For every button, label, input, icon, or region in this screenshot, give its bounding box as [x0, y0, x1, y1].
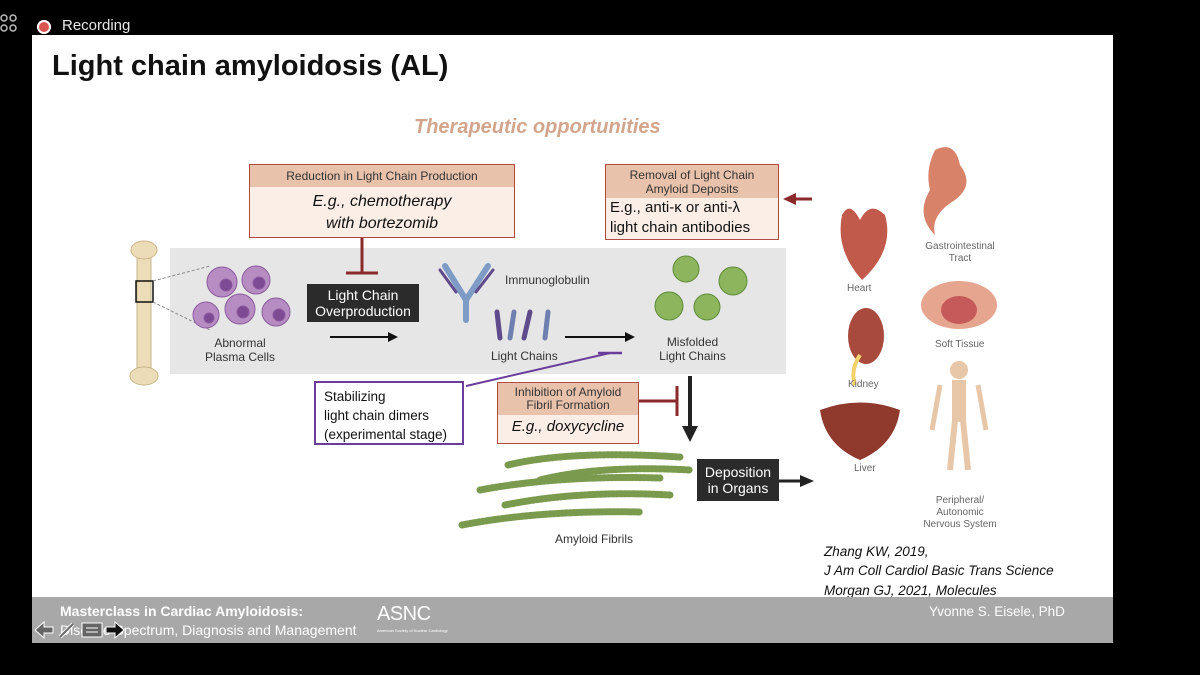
- inhibition-header-line1: Inhibition of Amyloid: [514, 385, 622, 399]
- misfolded-label: Misfolded Light Chains: [650, 335, 735, 363]
- presenter-name: Yvonne S. Eisele, PhD: [929, 604, 1065, 619]
- nerve-label-line3: Nervous System: [923, 519, 997, 530]
- inhibition-body: E.g., doxycycline: [511, 418, 625, 435]
- recording-label: Recording: [62, 17, 131, 34]
- deposition-line2: in Organs: [707, 480, 769, 496]
- back-arrow-icon[interactable]: [34, 621, 54, 639]
- left-frame: [0, 0, 32, 675]
- stabilizing-line1: Stabilizing: [324, 389, 386, 404]
- bottom-frame: [0, 643, 1200, 675]
- immunoglobulin-icon: [438, 263, 495, 323]
- overproduction-line2: Overproduction: [315, 303, 411, 319]
- plasma-cells-label: Abnormal Plasma Cells: [190, 336, 290, 364]
- gi-label-line1: Gastrointestinal: [925, 241, 995, 252]
- heart-icon: [840, 208, 888, 280]
- reduction-header: Reduction in Light Chain Production: [250, 165, 514, 187]
- gi-tract-icon: [923, 147, 967, 235]
- reduction-body-line2: with bortezomib: [325, 215, 439, 232]
- removal-body-line1: E.g., anti-κ or anti-λ: [610, 199, 741, 216]
- light-chains-label: Light Chains: [491, 349, 558, 363]
- asnc-logo: ASNC: [377, 603, 431, 625]
- deposition-box: Deposition in Organs: [697, 459, 779, 501]
- footer-course-title: Masterclass in Cardiac Amyloidosis:: [60, 603, 304, 619]
- removal-header-line1: Removal of Light Chain: [629, 168, 755, 182]
- gi-label: Gastrointestinal Tract: [922, 241, 998, 265]
- removal-header-line2: Amyloid Deposits: [645, 182, 739, 196]
- reduction-box: Reduction in Light Chain Production E.g.…: [249, 164, 515, 238]
- slide-subtitle: Therapeutic opportunities: [414, 116, 661, 138]
- pen-icon[interactable]: [57, 621, 77, 639]
- immunoglobulin-label: Immunoglobulin: [505, 273, 590, 287]
- stabilizing-line2: light chain dimers: [324, 408, 430, 423]
- forward-arrow-icon[interactable]: [105, 621, 125, 639]
- menu-icon[interactable]: [81, 621, 103, 639]
- kidney-label: Kidney: [848, 379, 879, 390]
- reference-1: Zhang KW, 2019,: [824, 544, 929, 559]
- gi-label-line2: Tract: [948, 253, 972, 264]
- nerve-label: Peripheral/ Autonomic Nervous System: [918, 495, 1002, 531]
- removal-box: Removal of Light Chain Amyloid Deposits …: [605, 164, 779, 240]
- slide-footer: [32, 597, 1113, 643]
- plasma-label-line1: Abnormal: [214, 336, 266, 350]
- amyloid-fibrils-label: Amyloid Fibrils: [555, 532, 634, 546]
- reduction-body-line1: E.g., chemotherapy: [312, 193, 452, 210]
- slide-title: Light chain amyloidosis (AL): [52, 50, 449, 82]
- amyloid-fibrils-icon: [458, 451, 694, 529]
- overproduction-box: Light Chain Overproduction: [307, 284, 419, 322]
- kidney-icon: [848, 308, 884, 386]
- reference-2: J Am Coll Cardiol Basic Trans Science: [824, 563, 1054, 578]
- inhibition-box: Inhibition of Amyloid Fibril Formation E…: [497, 382, 639, 444]
- bone-icon: [129, 240, 211, 386]
- deposition-line1: Deposition: [704, 464, 772, 480]
- nerve-label-line2: Autonomic: [936, 507, 984, 518]
- stabilizing-line3: (experimental stage): [324, 427, 448, 442]
- misfolded-light-chains-icon: [654, 255, 748, 321]
- liver-icon: [820, 402, 900, 460]
- recording-bar: [0, 0, 1200, 35]
- inhibition-header: Inhibition of Amyloid Fibril Formation: [498, 383, 638, 415]
- asnc-logo-sub: American Society of Nuclear Cardiology: [377, 628, 448, 633]
- heart-label: Heart: [847, 283, 872, 294]
- stabilizing-box: Stabilizing light chain dimers (experime…: [314, 381, 464, 445]
- misfolded-label-line2: Light Chains: [659, 349, 726, 363]
- right-frame: [1113, 0, 1200, 675]
- recording-dot-icon: [37, 20, 51, 34]
- soft-tissue-label: Soft Tissue: [935, 339, 985, 350]
- liver-label: Liver: [854, 463, 876, 474]
- footer-course-subtitle: Disease Spectrum, Diagnosis and Manageme…: [60, 622, 357, 638]
- nerve-label-line1: Peripheral/: [935, 495, 985, 506]
- soft-tissue-icon: [921, 281, 997, 329]
- plasma-label-line2: Plasma Cells: [204, 350, 276, 364]
- reference-3: Morgan GJ, 2021, Molecules: [824, 583, 997, 598]
- plasma-cells-icon: [192, 265, 291, 329]
- removal-header: Removal of Light Chain Amyloid Deposits: [606, 165, 778, 198]
- grid-view-icon[interactable]: [0, 12, 18, 40]
- inhibition-header-line2: Fibril Formation: [526, 398, 610, 412]
- overproduction-line1: Light Chain: [327, 287, 399, 303]
- light-chains-icon: [494, 309, 551, 341]
- removal-body-line2: light chain antibodies: [610, 219, 751, 236]
- misfolded-label-line1: Misfolded: [666, 335, 719, 349]
- nervous-system-icon: [929, 361, 989, 471]
